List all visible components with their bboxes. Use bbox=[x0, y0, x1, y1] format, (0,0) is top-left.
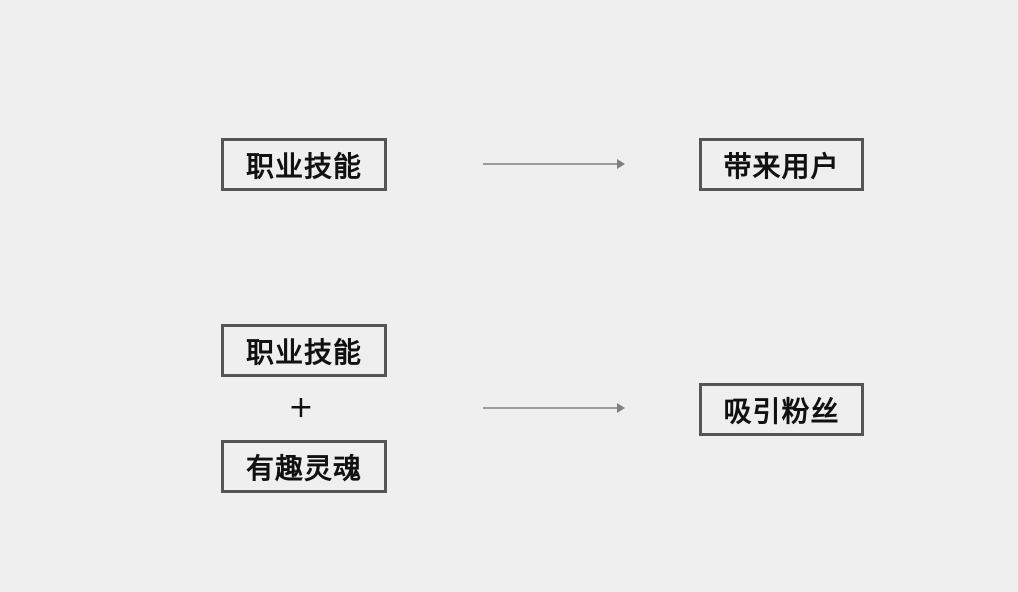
box-bring-users-label: 带来用户 bbox=[723, 149, 840, 183]
box-attract-fans-label: 吸引粉丝 bbox=[723, 394, 840, 428]
box-skill-row1: 职业技能 bbox=[221, 138, 387, 191]
arrow-right-icon bbox=[483, 403, 625, 413]
box-interesting-soul: 有趣灵魂 bbox=[221, 440, 387, 493]
box-skill-row1-label: 职业技能 bbox=[245, 149, 362, 183]
box-bring-users: 带来用户 bbox=[699, 138, 864, 191]
box-skill-row2-label: 职业技能 bbox=[245, 335, 362, 369]
box-interesting-soul-label: 有趣灵魂 bbox=[245, 451, 362, 485]
arrow-right-icon bbox=[483, 159, 625, 169]
box-attract-fans: 吸引粉丝 bbox=[699, 383, 864, 436]
box-skill-row2: 职业技能 bbox=[221, 324, 387, 377]
plus-icon: + bbox=[288, 390, 314, 425]
